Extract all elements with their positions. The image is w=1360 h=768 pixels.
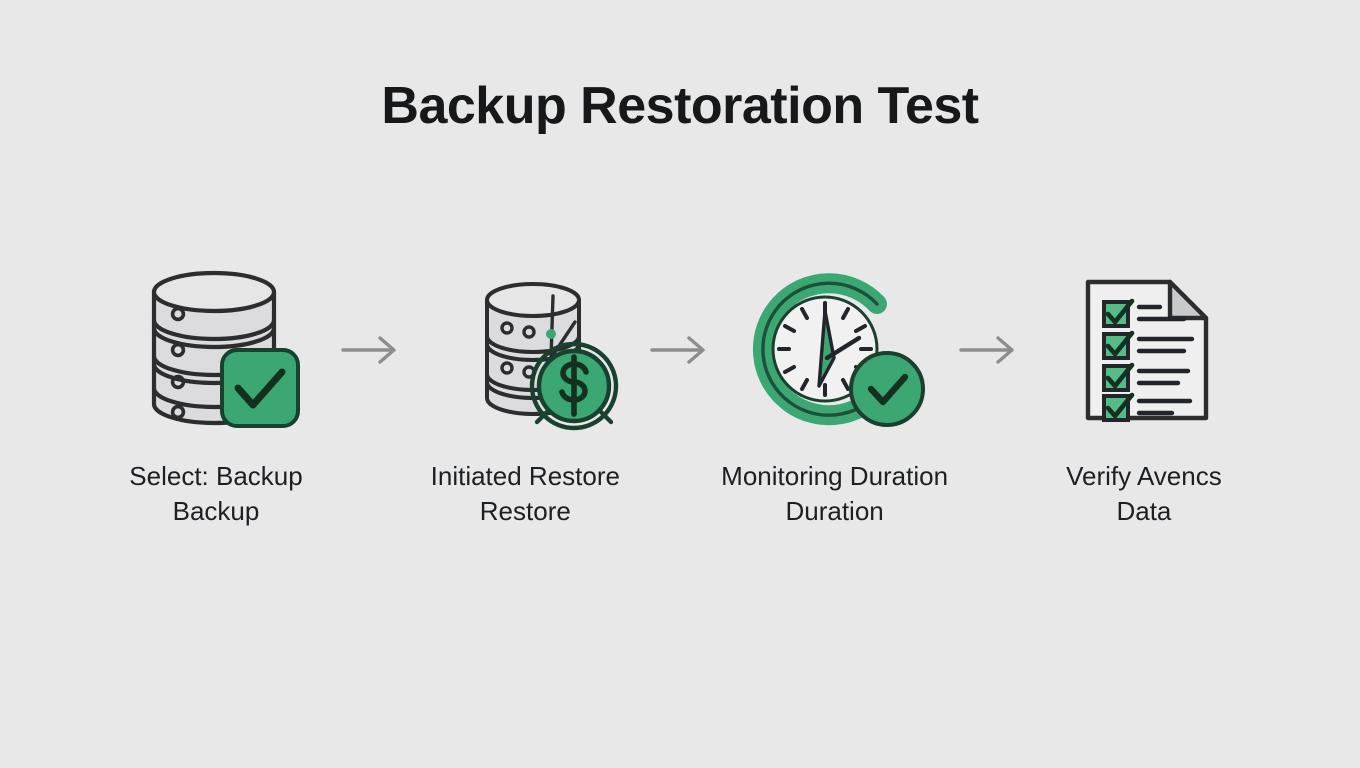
page-title: Backup Restoration Test [381, 77, 979, 135]
database-dollar-icon [425, 262, 625, 437]
caption-line-2: Restore [479, 496, 571, 526]
flow-step-caption: Monitoring Duration Duration [721, 459, 948, 529]
caption-line-1: Monitoring Duration [721, 461, 949, 491]
flow-step-verify-data[interactable]: Verify Avencs Data [1028, 262, 1260, 529]
flow-step-monitoring-duration[interactable]: Monitoring Duration Duration [719, 262, 951, 529]
caption-line-1: Initiated Restore [430, 461, 620, 491]
flow-arrow-3 [952, 262, 1026, 437]
caption-line-1: Verify Avencs [1066, 461, 1222, 491]
flow-arrow-1 [334, 262, 408, 437]
checklist-document-icon [1044, 262, 1244, 437]
flow-step-caption: Select: Backup Backup [129, 459, 302, 529]
flow-step-caption: Verify Avencs Data [1066, 459, 1222, 529]
flow-step-select-backup[interactable]: Select: Backup Backup [100, 262, 332, 529]
caption-line-1: Select: Backup [129, 461, 303, 491]
caption-line-2: Duration [785, 496, 884, 526]
caption-line-2: Backup [172, 496, 260, 526]
database-check-icon [116, 262, 316, 437]
clock-check-icon [735, 262, 935, 437]
flow-step-caption: Initiated Restore Restore [431, 459, 620, 529]
flow-step-initiated-restore[interactable]: Initiated Restore Restore [409, 262, 641, 529]
caption-line-2: Data [1116, 496, 1172, 526]
process-flow: Select: Backup Backup [100, 262, 1260, 562]
flow-arrow-2 [643, 262, 717, 437]
